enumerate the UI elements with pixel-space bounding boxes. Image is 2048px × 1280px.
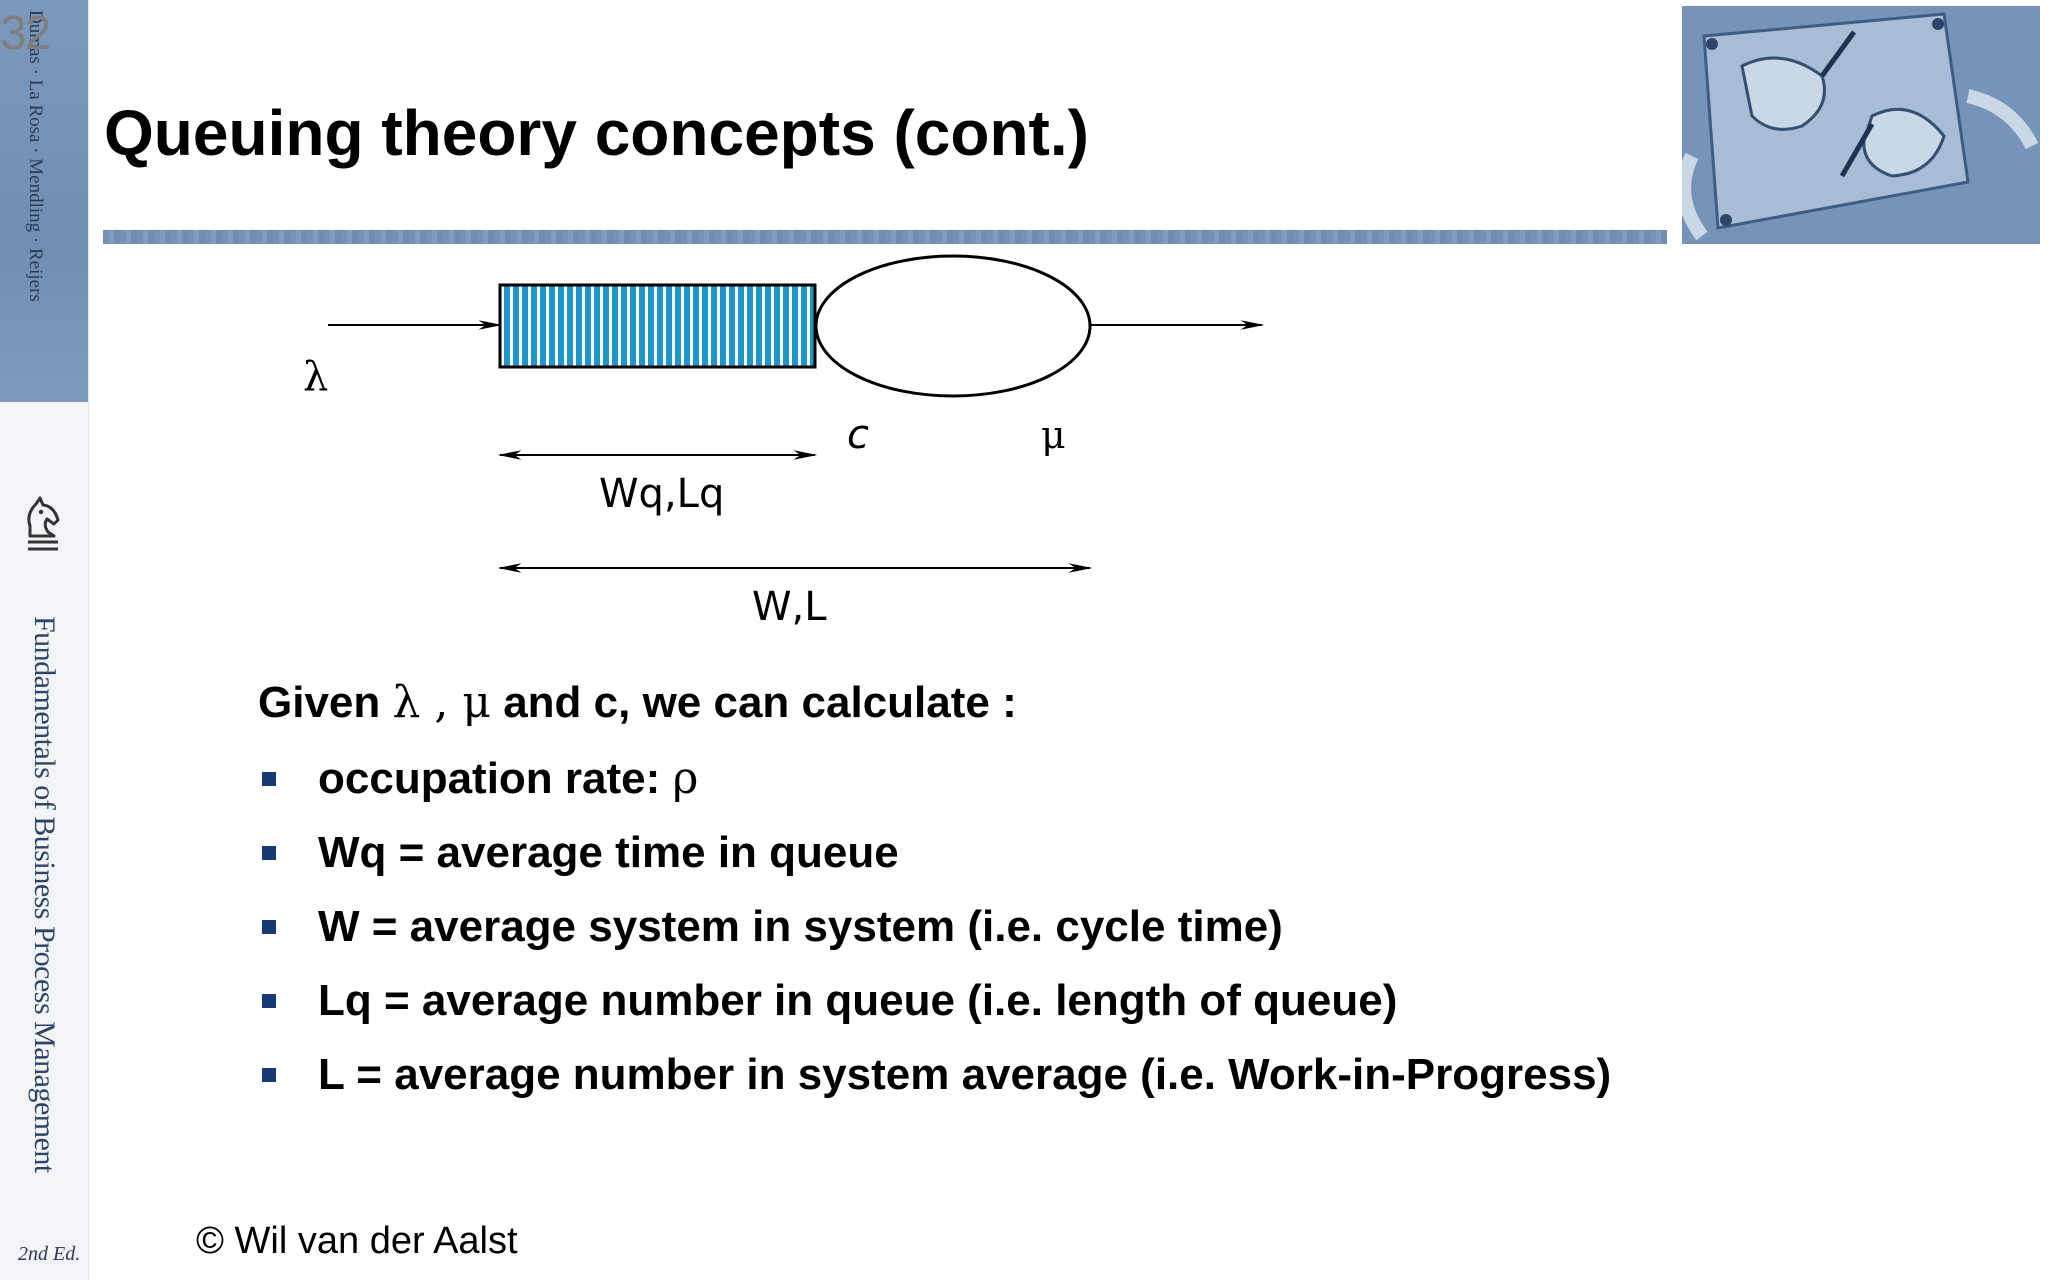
lambda-symbol: λ: [392, 677, 421, 728]
bullet-marker: [262, 772, 276, 786]
bullet-text: Wq = average time in queue: [318, 828, 899, 877]
slide-number: 32: [0, 7, 51, 60]
mu-symbol: μ: [462, 677, 491, 728]
bullet-marker: [262, 846, 276, 860]
intro-line: Given λ , μ and c, we can calculate :: [258, 677, 1017, 728]
intro-suffix: and c, we can calculate :: [490, 678, 1017, 727]
drawing-hands-image: [1682, 6, 2040, 244]
intro-prefix: Given: [258, 678, 393, 727]
bullet-text: L = average number in system average (i.…: [318, 1050, 1612, 1099]
edition-label: 2nd Ed.: [18, 1243, 81, 1265]
bullet-text: Lq = average number in queue (i.e. lengt…: [318, 976, 1398, 1025]
book-sidebar: Dumas · La Rosa · Mendling · Reijers 32 …: [0, 0, 89, 1280]
bullet-marker: [262, 994, 276, 1008]
drawing-hands-illustration: [1682, 6, 2040, 244]
service-rate-label: μ: [1041, 413, 1066, 457]
occupation-rate-text: occupation rate:: [318, 754, 673, 803]
sidebar-cover-band: Dumas · La Rosa · Mendling · Reijers: [0, 0, 88, 402]
intro-separator: ,: [420, 677, 463, 728]
queue-buffer: [498, 283, 817, 369]
bullet-text: occupation rate: ρ: [318, 752, 698, 806]
arrival-rate-label: λ: [303, 354, 328, 400]
knight-logo-icon: [27, 496, 60, 551]
copyright-notice: © Wil van der Aalst: [196, 1220, 518, 1262]
bullet-marker: [262, 920, 276, 934]
servers-label: c: [847, 412, 869, 458]
rho-symbol: ρ: [672, 753, 699, 804]
title-underline-bar: [103, 230, 1667, 244]
server-node: [814, 254, 1092, 398]
bullet-text: W = average system in system (i.e. cycle…: [318, 902, 1283, 951]
queue-diagram: λ c μ Wq,Lq W,L: [303, 254, 1265, 630]
system-span-label: W,L: [752, 584, 827, 630]
bullet-marker: [262, 1068, 276, 1082]
slide-title: Queuing theory concepts (cont.): [104, 97, 1089, 169]
queue-span-label: Wq,Lq: [599, 471, 724, 517]
